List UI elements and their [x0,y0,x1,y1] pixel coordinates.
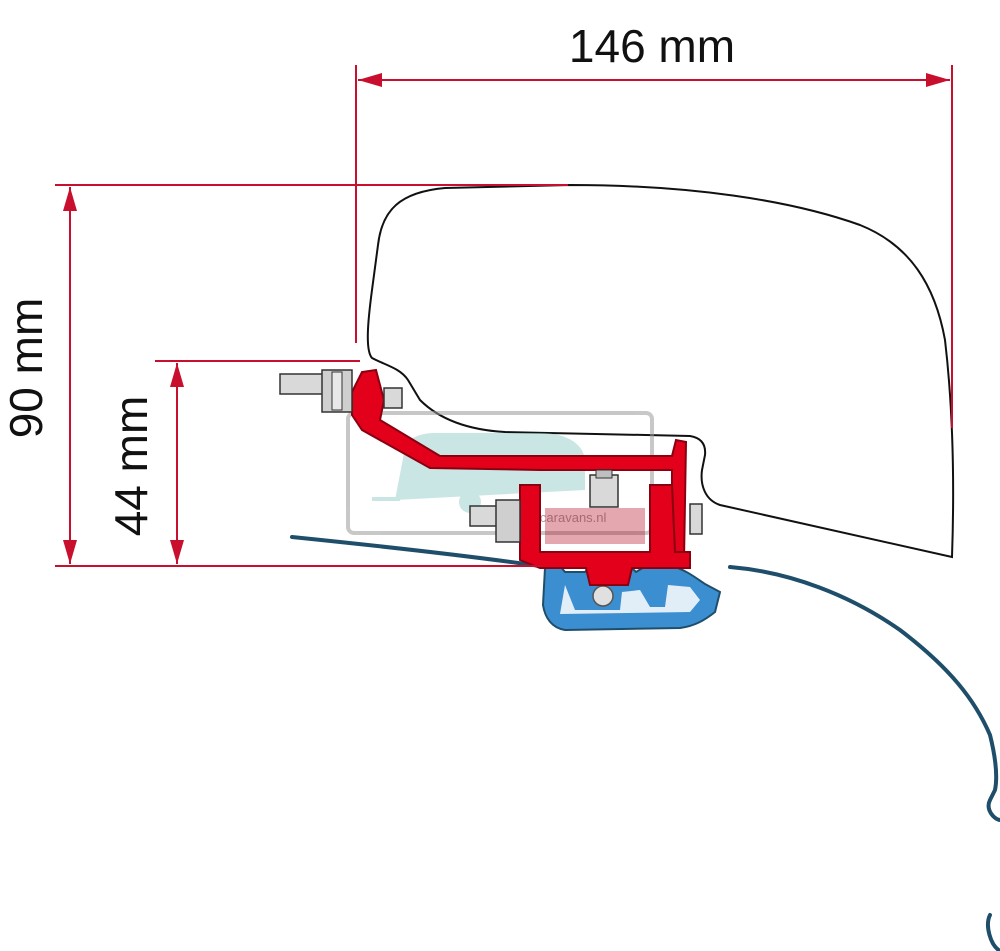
awning-housing [366,183,955,559]
clamp-plate [545,508,645,544]
total-height-label: 90 mm [0,298,52,439]
bracket-clamp [519,484,691,586]
total-height-dimension: 90 mm [0,184,568,567]
bracket-hook [351,368,688,561]
width-label: 146 mm [569,20,735,72]
left-bolt [279,369,403,413]
width-dimension: 146 mm [355,20,953,428]
partial-height-dimension: 44 mm [105,360,360,564]
rail-bolt-head [592,585,614,607]
roof-profile [290,535,1000,951]
clamp-bolt [469,469,703,543]
partial-height-label: 44 mm [105,396,157,537]
